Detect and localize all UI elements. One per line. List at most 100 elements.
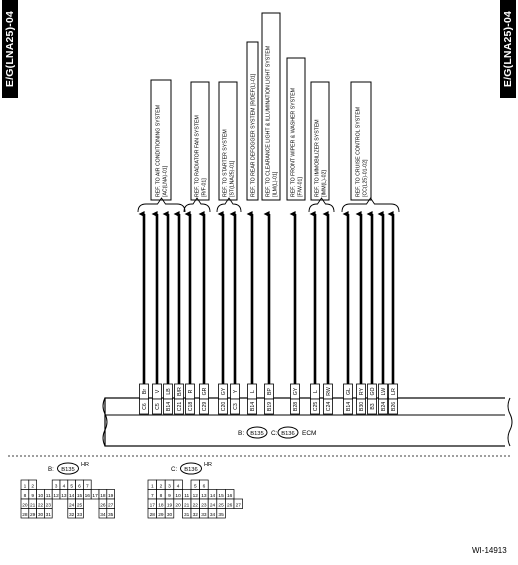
wire-color: GR [202,387,208,395]
connector-pin: 9 [168,493,171,499]
group-brackets [137,197,400,213]
reference-code: [IMM(L)-02] [322,170,328,197]
wire-color: V [155,389,161,393]
pin-number-box [323,398,333,415]
connector-pin: 16 [85,493,91,499]
ecm-b-connector-oval [246,426,268,439]
connector-pin: 18 [100,493,106,499]
reference-title: REF. TO CLEARANCE LIGHT & ILLUMINATION L… [266,46,272,197]
connector-oval [57,462,79,475]
wire-color: BP [267,388,273,395]
pin-number-box [290,398,300,415]
wire-color: R [188,389,194,393]
connector-name: B135 [61,467,75,473]
reference-box: REF. TO AIR CONDITIONING SYSTEM[AC(LNA)-… [150,79,172,201]
pin-labels: BrC6VC5LBB14B/RC21RC18GRC29GYC20YC3LB14B… [139,383,398,415]
connector-pin: 15 [77,493,83,499]
connector-pin: 1 [151,484,154,490]
connector-cell [75,508,84,519]
wire-color: RY [359,387,365,395]
wire-color: Y [233,389,239,393]
pin-number: B24 [381,402,387,411]
pin-number-box [367,398,377,415]
connector-pin: 24 [210,503,216,509]
connector-pin: 13 [61,493,67,499]
connector-cell [216,508,226,519]
wire-color: LW [381,388,387,395]
document-number: WI-14913 [472,546,507,555]
pin-number-box [310,398,320,415]
pin-number-box [230,398,240,415]
wire-color: L [313,390,319,393]
ecm-b-prefix: B: [238,430,244,437]
reference-box: REF. TO CLEARANCE LIGHT & ILLUMINATION L… [261,12,281,201]
connector-pin: 35 [108,512,114,518]
connector-pin: 27 [108,503,114,509]
connector-cell [106,508,115,519]
wire-color: Br [142,389,148,394]
connector-pin: 2 [160,484,163,490]
wire-color: GO [370,387,376,395]
reference-box: REF. TO IMMOBILIZER SYSTEM[IMM(L)-02] [310,81,330,201]
connector-pin: 9 [31,493,34,499]
pin-number: B14 [166,402,172,411]
connector-pin: 12 [193,493,199,499]
connector-cell [164,508,175,519]
reference-box-frame [286,57,306,201]
connector-pin: 14 [69,493,75,499]
connector-pin: 21 [184,503,190,509]
reference-title: REF. TO FRONT WIPER & WASHER SYSTEM [291,88,297,197]
wire-color: GY [221,387,227,395]
pin-number: B19 [267,402,273,411]
connector-pin: 7 [86,484,89,490]
connector-pin: 34 [210,512,216,518]
connector-pin: 3 [55,484,58,490]
pin-label: VC5 [152,383,162,415]
connector-pin: 6 [203,484,206,490]
connector-oval [180,462,202,475]
pin-label: YC3 [230,383,240,415]
pin-number-box [174,398,184,415]
pin-number-box [378,398,388,415]
group-bracket [183,197,211,213]
reference-box: REF. TO CRUISE CONTROL SYSTEM[CC(L25)-01… [350,81,372,201]
pin-number-box [247,398,257,415]
reference-title: REF. TO STARTER SYSTEM [223,129,229,197]
reference-box-frame [150,79,172,201]
reference-box-frame [261,12,281,201]
connector-pin: 5 [194,484,197,490]
reference-code: [CC(L25)-01-02] [363,159,369,197]
connector-pin: 7 [151,493,154,499]
reference-box-frame [246,41,259,201]
connector-pin: 22 [38,503,44,509]
connector-cell [233,498,243,509]
pin-number-box [152,398,162,415]
reference-code: [ST(LNA25)-01] [230,160,236,197]
connector-pin: 31 [46,512,52,518]
reference-code: [ILM(L)-01] [273,171,279,197]
connector-pin: 19 [167,503,173,509]
connector-pin: 31 [184,512,190,518]
connector-pin: 26 [227,503,233,509]
pin-number: C25 [313,402,319,412]
connector-pin: 23 [46,503,52,509]
pin-number-box [343,398,353,415]
connector-pin: 11 [184,493,189,499]
reference-title: REF. TO IMMOBILIZER SYSTEM [315,119,321,197]
connector-pin: 28 [22,512,28,518]
connector-pin: 33 [77,512,83,518]
pin-label: L C25 [310,383,320,415]
connector-pin: 27 [236,503,242,509]
connector-pin: 22 [193,503,199,509]
connector-prefix: C: [171,466,177,473]
reference-boxes: REF. TO AIR CONDITIONING SYSTEM[AC(LNA)-… [150,12,372,201]
connector-suffix: HR [204,462,212,468]
pin-number: C18 [188,402,194,412]
wire-color: GY [293,387,299,395]
reference-title: REF. TO AIR CONDITIONING SYSTEM [156,105,162,197]
